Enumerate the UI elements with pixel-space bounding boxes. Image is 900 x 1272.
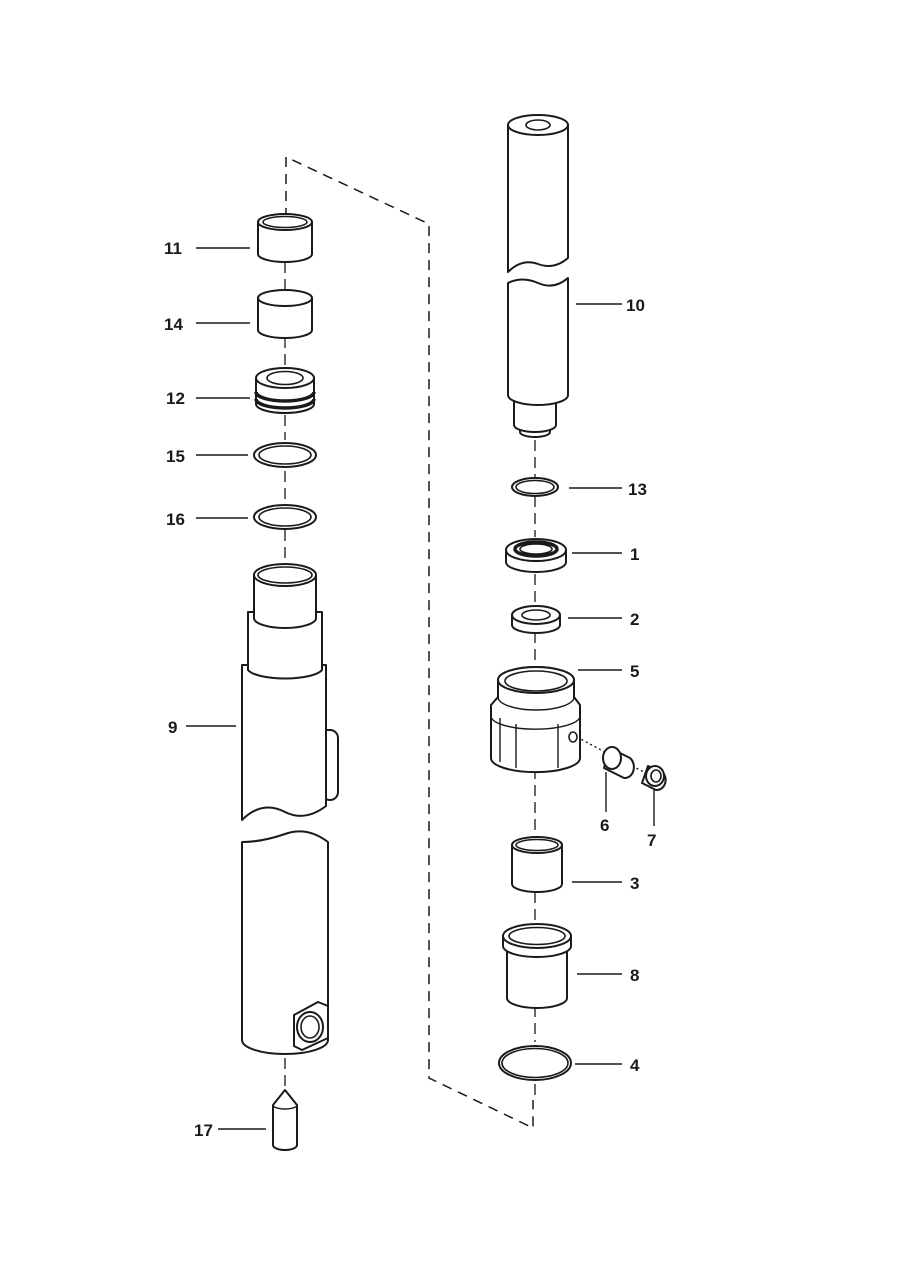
part-11-bushing (257, 213, 313, 263)
callout-5: 5 (630, 662, 639, 681)
assembly-path (285, 155, 534, 1130)
callout-17: 17 (194, 1121, 213, 1140)
callout-9: 9 (168, 718, 177, 737)
part-5-gland-nut (490, 666, 581, 774)
part-7-set-screw (641, 765, 667, 791)
callout-14: 14 (164, 315, 183, 334)
callout-7: 7 (647, 831, 656, 850)
callout-11: 11 (164, 239, 182, 258)
callout-8: 8 (630, 966, 639, 985)
part-9-cylinder-barrel (241, 563, 339, 1055)
part-16-ring (253, 504, 317, 530)
callout-15: 15 (166, 447, 185, 466)
callout-4: 4 (630, 1056, 640, 1075)
part-17-pin (272, 1089, 298, 1151)
part-1-wiper-seal (505, 538, 567, 573)
callout-1: 1 (630, 545, 639, 564)
right-centerline (534, 440, 647, 1100)
part-10-piston-rod (507, 114, 569, 438)
callout-16: 16 (166, 510, 185, 529)
part-3-bushing (511, 836, 563, 893)
callout-12: 12 (166, 389, 185, 408)
callout-6: 6 (600, 816, 609, 835)
part-13-ring (511, 477, 559, 497)
part-15-ring (253, 442, 317, 468)
callout-3: 3 (630, 874, 639, 893)
leader-lines (186, 247, 655, 1130)
callout-10: 10 (626, 296, 645, 315)
part-14-bushing (257, 289, 313, 339)
callout-2: 2 (630, 610, 639, 629)
part-8-bushing (502, 923, 572, 1009)
part-4-o-ring (498, 1045, 572, 1081)
callout-13: 13 (628, 480, 647, 499)
part-12-seal (254, 367, 316, 414)
callout-labels: 11 14 12 15 16 9 17 10 13 1 2 5 6 7 3 8 … (164, 239, 656, 1140)
part-6-set-screw (602, 746, 635, 780)
part-2-washer (511, 605, 561, 634)
